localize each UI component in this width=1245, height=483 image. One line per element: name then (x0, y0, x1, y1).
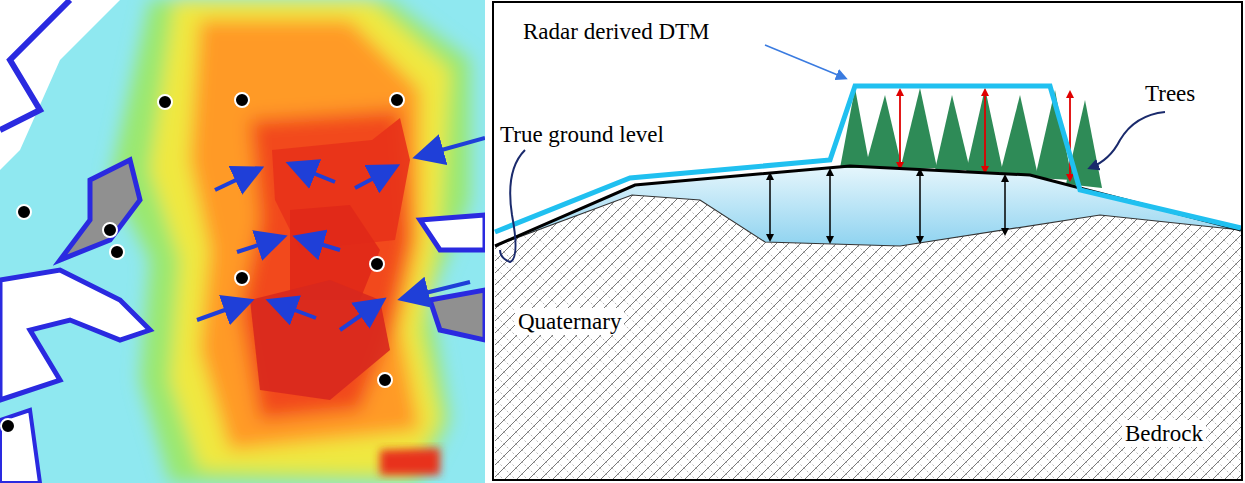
bedrock-label: Bedrock (1122, 420, 1206, 447)
sample-points (1, 93, 404, 433)
ground-label: True ground level (497, 121, 667, 148)
tree-height-arrows (900, 90, 1070, 180)
cross-section (493, 2, 1242, 480)
depth-arrows (770, 170, 1005, 242)
blue-arrows (197, 138, 485, 330)
heat-map (0, 0, 485, 483)
quaternary-label: Quaternary (515, 308, 624, 335)
trees-label: Trees (1142, 80, 1198, 107)
dtm-label: Radar derived DTM (520, 18, 713, 45)
